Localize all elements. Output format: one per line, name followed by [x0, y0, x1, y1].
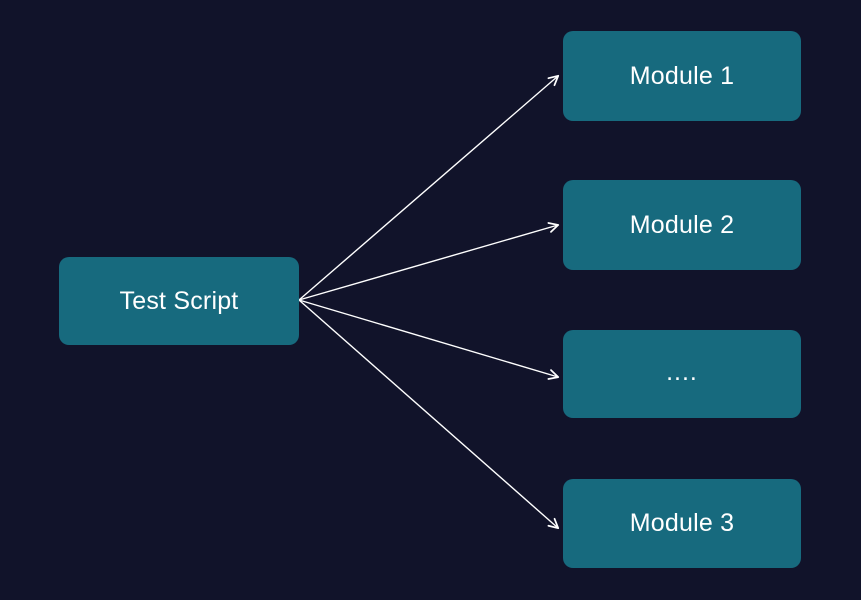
connector-test-script-to-module-1	[298, 74, 560, 301]
node-module-2-label: Module 2	[629, 210, 735, 239]
connector-test-script-to-module-2	[298, 222, 560, 301]
node-test-script[interactable]: Test Script	[59, 257, 299, 345]
node-module-1-label: Module 1	[629, 61, 735, 90]
node-module-3-label: Module 3	[629, 509, 735, 537]
node-module-1[interactable]: Module 1	[563, 31, 801, 121]
connector-test-script-to-module-ellipsis	[298, 299, 560, 380]
connector-test-script-to-module-3	[298, 299, 560, 530]
node-test-script-label: Test Script	[119, 286, 239, 315]
node-module-3[interactable]: Module 3	[563, 479, 801, 568]
node-module-2[interactable]: Module 2	[563, 180, 801, 270]
node-module-ellipsis-label: ....	[666, 357, 698, 386]
node-module-ellipsis[interactable]: ....	[563, 330, 801, 418]
